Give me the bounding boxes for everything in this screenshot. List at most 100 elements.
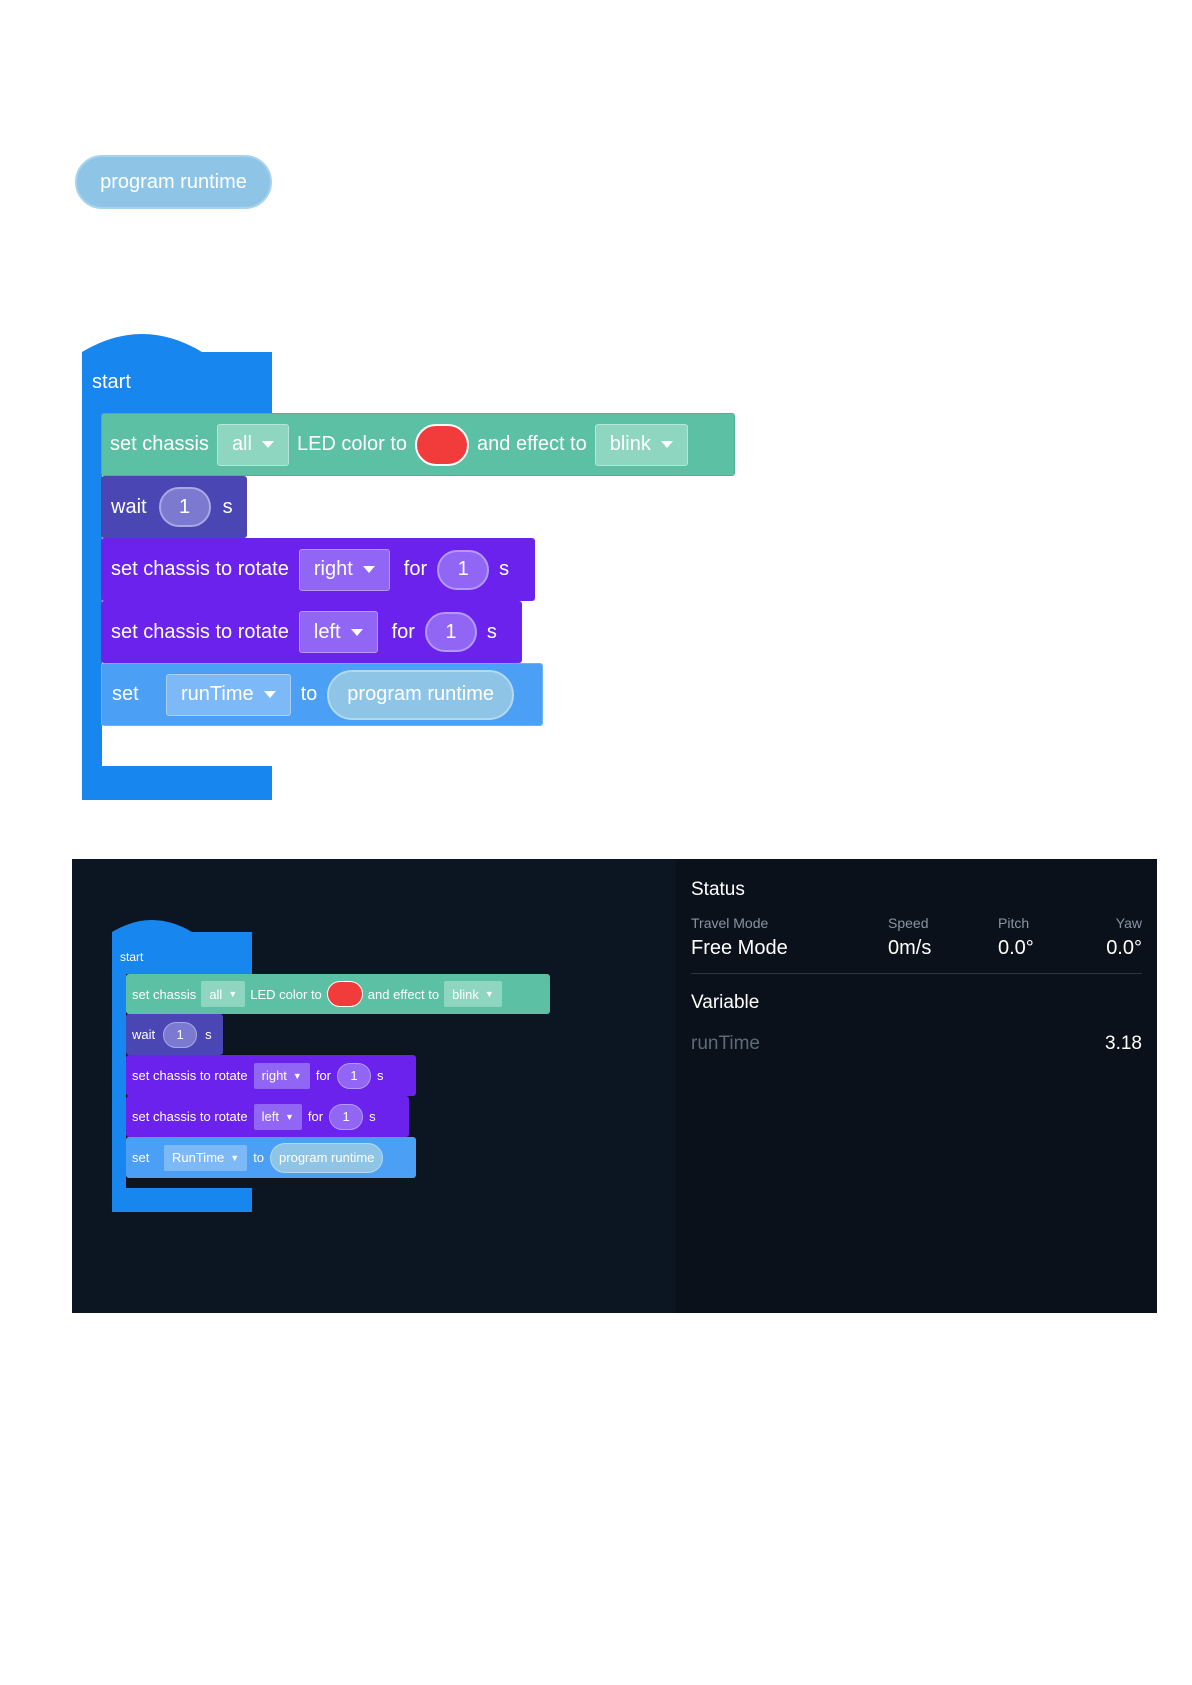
rotate-direction-dropdown[interactable]: right: [298, 548, 390, 591]
set-variable-block[interactable]: set RunTime ▼ to program runtime: [126, 1137, 416, 1178]
rotate-duration-input[interactable]: 1: [424, 612, 477, 652]
led-text-1: set chassis: [132, 986, 197, 1002]
rotate-duration-input[interactable]: 1: [329, 1103, 364, 1130]
chevron-down-icon: ▼: [284, 1111, 294, 1122]
wait-unit: s: [205, 1027, 212, 1042]
variable-dropdown[interactable]: runTime: [166, 673, 291, 716]
program-runtime-reporter[interactable]: program runtime: [270, 1142, 384, 1173]
rotate-left-text: set chassis to rotate: [111, 620, 289, 643]
led-effect-dropdown[interactable]: blink: [594, 423, 688, 466]
led-block[interactable]: set chassis all ▼ LED color to and effect…: [126, 974, 550, 1014]
chevron-down-icon: [350, 628, 363, 636]
wait-text: wait: [132, 1027, 156, 1042]
led-color-picker[interactable]: [415, 423, 470, 466]
chevron-down-icon: [263, 691, 276, 698]
rotate-right-block[interactable]: set chassis to rotate right for 1 s: [101, 538, 535, 601]
reporter-label: program runtime: [347, 683, 495, 705]
rotate-direction-dropdown[interactable]: right ▼: [253, 1062, 310, 1089]
yaw-value: 0.0°: [1106, 937, 1142, 959]
start-hat-block[interactable]: [82, 330, 292, 800]
rotate-for-text: for: [403, 558, 428, 580]
led-block[interactable]: set chassis all LED color to and effect …: [101, 413, 735, 476]
rotate-unit: s: [486, 620, 497, 643]
rotate-unit: s: [377, 1068, 384, 1083]
rotate-duration-value: 1: [342, 1109, 350, 1124]
led-text-3: and effect to: [367, 986, 440, 1002]
travel-mode-label: Travel Mode: [691, 915, 769, 931]
rotate-unit: s: [499, 558, 510, 580]
variable-name: runTime: [691, 1033, 760, 1054]
chevron-down-icon: ▼: [228, 989, 238, 999]
rotate-left-block[interactable]: set chassis to rotate left▼ for 1 s: [126, 1096, 409, 1137]
set-to-text: to: [253, 1150, 265, 1165]
led-text-2: LED color to: [250, 986, 322, 1002]
rotate-direction-value: left: [313, 620, 341, 643]
variable-value: RunTime: [172, 1150, 225, 1165]
app-panel: start set chassis all ▼ LED color to and …: [72, 859, 1157, 1313]
rotate-duration-value: 1: [350, 1068, 358, 1083]
led-target-value: all: [231, 433, 252, 455]
travel-mode-value: Free Mode: [691, 937, 788, 959]
variable-dropdown[interactable]: RunTime ▼: [164, 1144, 248, 1171]
rotate-right-text: set chassis to rotate: [132, 1068, 248, 1083]
rotate-for-text: for: [391, 620, 415, 643]
wait-block[interactable]: wait 1 s: [101, 476, 247, 538]
status-title: Status: [691, 879, 745, 900]
rotate-right-text: set chassis to rotate: [111, 558, 289, 580]
pitch-value: 0.0°: [998, 937, 1034, 959]
start-label: start: [120, 950, 144, 964]
wait-value-input[interactable]: 1: [158, 487, 211, 527]
start-label: start: [92, 371, 131, 393]
speed-value: 0m/s: [888, 937, 932, 959]
program-runtime-reporter[interactable]: program runtime: [75, 155, 272, 209]
set-text: set: [132, 1150, 150, 1165]
led-text-1: set chassis: [110, 433, 209, 455]
rotate-duration-value: 1: [457, 558, 469, 580]
led-target-dropdown[interactable]: all: [216, 423, 289, 466]
wait-text: wait: [111, 495, 147, 518]
wait-unit: s: [222, 495, 233, 518]
set-variable-block[interactable]: set runTime to program runtime: [101, 663, 543, 726]
led-color-picker[interactable]: [326, 981, 363, 1007]
rotate-duration-input[interactable]: 1: [337, 1062, 372, 1089]
program-runtime-reporter[interactable]: program runtime: [327, 669, 515, 720]
chevron-down-icon: [660, 441, 673, 448]
led-target-dropdown[interactable]: all ▼: [201, 981, 246, 1007]
led-effect-value: blink: [452, 986, 479, 1002]
wait-value-input[interactable]: 1: [163, 1021, 198, 1048]
rotate-direction-dropdown[interactable]: left ▼: [253, 1103, 302, 1130]
wait-value: 1: [179, 495, 191, 518]
rotate-unit: s: [369, 1109, 376, 1124]
led-text-2: LED color to: [296, 433, 408, 455]
led-effect-dropdown[interactable]: blink▼: [444, 981, 502, 1007]
rotate-left-block[interactable]: set chassis to rotate left for 1 s: [101, 601, 522, 663]
rotate-direction-value: right: [313, 558, 353, 580]
led-target-value: all: [209, 986, 223, 1002]
rotate-duration-input[interactable]: 1: [437, 549, 490, 590]
pitch-label: Pitch: [998, 915, 1030, 931]
divider: [691, 973, 1142, 974]
chevron-down-icon: ▼: [230, 1152, 240, 1163]
rotate-right-block[interactable]: set chassis to rotate right ▼ for 1 s: [126, 1055, 416, 1096]
reporter-label: program runtime: [279, 1150, 375, 1165]
variable-title: Variable: [691, 992, 760, 1013]
rotate-for-text: for: [315, 1068, 332, 1083]
wait-block[interactable]: wait 1 s: [126, 1014, 223, 1055]
set-to-text: to: [300, 683, 318, 705]
wait-value: 1: [176, 1027, 184, 1042]
led-effect-value: blink: [609, 433, 651, 455]
speed-label: Speed: [888, 915, 929, 931]
rotate-direction-dropdown[interactable]: left: [298, 611, 378, 653]
chevron-down-icon: [362, 566, 375, 573]
start-hat-block[interactable]: [112, 918, 252, 1212]
chevron-down-icon: [261, 441, 274, 448]
chevron-down-icon: ▼: [292, 1070, 302, 1081]
reporter-label: program runtime: [100, 170, 247, 193]
rotate-direction-value: left: [261, 1109, 279, 1124]
rotate-duration-value: 1: [445, 620, 457, 643]
variable-value: 3.18: [1105, 1033, 1142, 1054]
rotate-left-text: set chassis to rotate: [132, 1109, 248, 1124]
rotate-direction-value: right: [261, 1068, 287, 1083]
variable-value: runTime: [181, 683, 254, 705]
yaw-label: Yaw: [1115, 915, 1142, 931]
